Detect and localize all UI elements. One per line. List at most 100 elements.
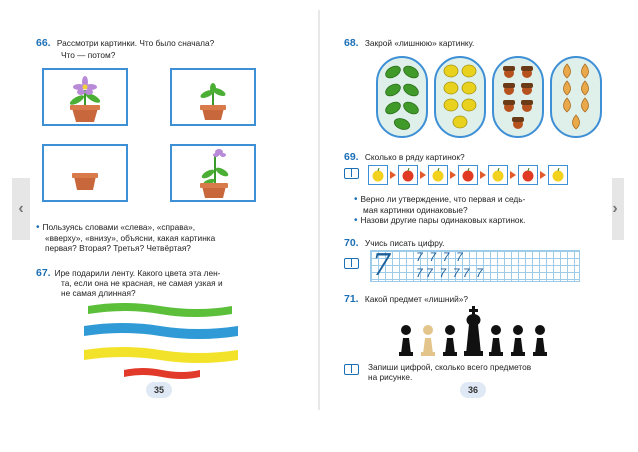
exercise-number: 66.	[36, 37, 51, 49]
bullet-icon: •	[36, 222, 40, 233]
fruit-apple-yellow	[548, 165, 568, 185]
picture-pot-sprout	[170, 68, 256, 126]
bullet-line: первая? Вторая? Третья? Четвёртая?	[45, 243, 191, 253]
pawn-icon	[443, 325, 457, 356]
exercise-66-line2: Что — потом?	[61, 50, 116, 60]
exercise-number: 68.	[344, 37, 359, 49]
bullet-line: Верно ли утверждение, что первая и седь-	[360, 194, 526, 204]
chevron-left-icon: ‹	[18, 200, 24, 217]
exercise-text: Какой предмет «лишний»?	[364, 294, 469, 304]
fruit-apple-yellow	[368, 165, 388, 185]
chevron-right-icon: ›	[612, 200, 618, 217]
exercise-number: 69.	[344, 151, 359, 163]
group-lemons[interactable]	[434, 56, 486, 138]
page-gutter	[318, 10, 320, 410]
red-apple-icon	[522, 168, 534, 182]
chess-pieces	[399, 306, 547, 356]
book-icon	[344, 258, 359, 269]
exercise-69-heading: 69. Сколько в ряду картинок?	[344, 151, 614, 163]
digit-sample: 7	[372, 248, 392, 283]
ribbon-green	[88, 303, 232, 317]
arrow-icon	[478, 171, 488, 179]
bullet-line: «вверху», «внизу», объясни, какая картин…	[45, 233, 216, 243]
exercise-text: Учись писать цифру.	[364, 238, 445, 248]
picture-pot-flower	[42, 68, 128, 126]
task-line: Запиши цифрой, сколько всего предметов	[368, 362, 532, 372]
flower-pot-icon	[69, 76, 101, 122]
group-leaves[interactable]	[376, 56, 428, 138]
empty-pot-icon	[72, 173, 98, 190]
bullet-icon: •	[354, 194, 358, 205]
ribbons-illustration	[84, 303, 238, 379]
ribbon-blue	[84, 323, 238, 339]
page-number: 35	[146, 382, 172, 398]
exercise-67: 67.Ире подарили ленту. Какого цвета эта …	[36, 268, 318, 298]
exercise-text: не самая длинная?	[61, 288, 136, 298]
group-acorns[interactable]	[492, 56, 544, 138]
exercise-66-bullet: •Пользуясь словами «слева», «справа», «в…	[36, 222, 318, 253]
exercise-text: та, если она не красная, не самая узкая …	[61, 278, 223, 288]
arrow-icon	[388, 171, 398, 179]
digit-row-2: 7 7 7 7 7 7	[416, 266, 483, 280]
pawn-icon	[533, 325, 547, 356]
fruit-apple-red	[458, 165, 478, 185]
book-icon	[344, 168, 359, 179]
exercise-69-bullets: •Верно ли утверждение, что первая и седь…	[354, 194, 614, 226]
exercise-text: Рассмотри картинки. Что было сначала?	[56, 38, 215, 48]
writing-grid	[370, 250, 580, 282]
leaf-icon	[385, 65, 419, 130]
fruit-apple-red	[398, 165, 418, 185]
arrow-icon	[448, 171, 458, 179]
red-apple-icon	[462, 168, 474, 182]
fruit-apple-yellow	[428, 165, 448, 185]
page-36: 68. Закрой «лишнюю» картинку.	[330, 10, 612, 410]
task-line: на рисунке.	[368, 372, 413, 382]
red-apple-icon	[402, 168, 414, 182]
page-35: 66. Рассмотри картинки. Что было сначала…	[36, 10, 318, 410]
ribbon-red	[124, 368, 200, 379]
exercise-number: 67.	[36, 267, 51, 279]
bullet-line: мая картинки одинаковые?	[363, 205, 468, 215]
picture-pot-empty	[42, 144, 128, 202]
yellow-apple-icon	[492, 168, 504, 182]
king-icon	[464, 306, 483, 356]
pawn-icon	[421, 325, 435, 356]
group-onions[interactable]	[550, 56, 602, 138]
bud-pot-icon	[200, 149, 229, 198]
bullet-line: Пользуясь словами «слева», «справа»,	[42, 222, 196, 232]
fruit-apple-yellow	[488, 165, 508, 185]
acorn-icon	[503, 66, 533, 129]
book-icon	[344, 364, 359, 375]
exercise-number: 71.	[344, 293, 359, 305]
digit-row-1: 7 7 7 7	[416, 250, 463, 264]
yellow-apple-icon	[552, 168, 564, 182]
yellow-apple-icon	[372, 168, 384, 182]
sprout-pot-icon	[200, 83, 226, 120]
picture-pot-bud	[170, 144, 256, 202]
lemon-icon	[443, 64, 477, 129]
arrow-icon	[538, 171, 548, 179]
exercise-text: Сколько в ряду картинок?	[364, 152, 465, 162]
exercise-66-heading: 66. Рассмотри картинки. Что было сначала…	[36, 37, 316, 49]
pawn-icon	[489, 325, 503, 356]
arrow-icon	[418, 171, 428, 179]
bullet-icon: •	[354, 215, 358, 226]
yellow-apple-icon	[432, 168, 444, 182]
exercise-text: Закрой «лишнюю» картинку.	[364, 38, 475, 48]
pawn-icon	[511, 325, 525, 356]
arrow-icon	[508, 171, 518, 179]
exercise-68-heading: 68. Закрой «лишнюю» картинку.	[344, 37, 614, 49]
bullet-line: Назови другие пары одинаковых картинок.	[360, 215, 526, 225]
exercise-text: Ире подарили ленту. Какого цвета эта лен…	[54, 268, 221, 278]
onion-icon	[563, 63, 589, 130]
exercise-number: 70.	[344, 237, 359, 249]
exercise-70-heading: 70. Учись писать цифру.	[344, 237, 614, 249]
fruit-row	[368, 164, 568, 186]
fruit-apple-red	[518, 165, 538, 185]
pawn-icon	[399, 325, 413, 356]
prev-page-button[interactable]: ‹	[12, 178, 30, 240]
exercise-71-task: Запиши цифрой, сколько всего предметов н…	[368, 362, 618, 382]
page-number: 36	[460, 382, 486, 398]
exercise-71-heading: 71. Какой предмет «лишний»?	[344, 293, 614, 305]
